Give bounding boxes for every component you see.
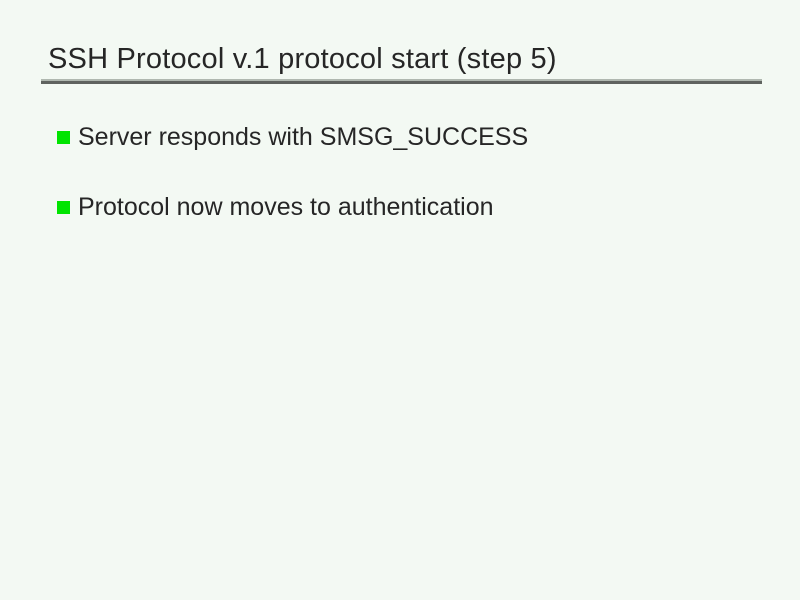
list-item: Server responds with SMSG_SUCCESS [57,122,528,152]
bullet-text: Server responds with SMSG_SUCCESS [78,123,529,151]
page-title: SSH Protocol v.1 protocol start (step 5) [48,43,557,75]
title-underline-rule [41,79,762,84]
bullet-square-icon [57,130,70,144]
bullet-text: Protocol now moves to authentication [78,193,494,221]
bullet-list: Server responds with SMSG_SUCCESS Protoc… [57,122,528,262]
list-item: Protocol now moves to authentication [57,192,528,222]
bullet-square-icon [57,200,70,214]
